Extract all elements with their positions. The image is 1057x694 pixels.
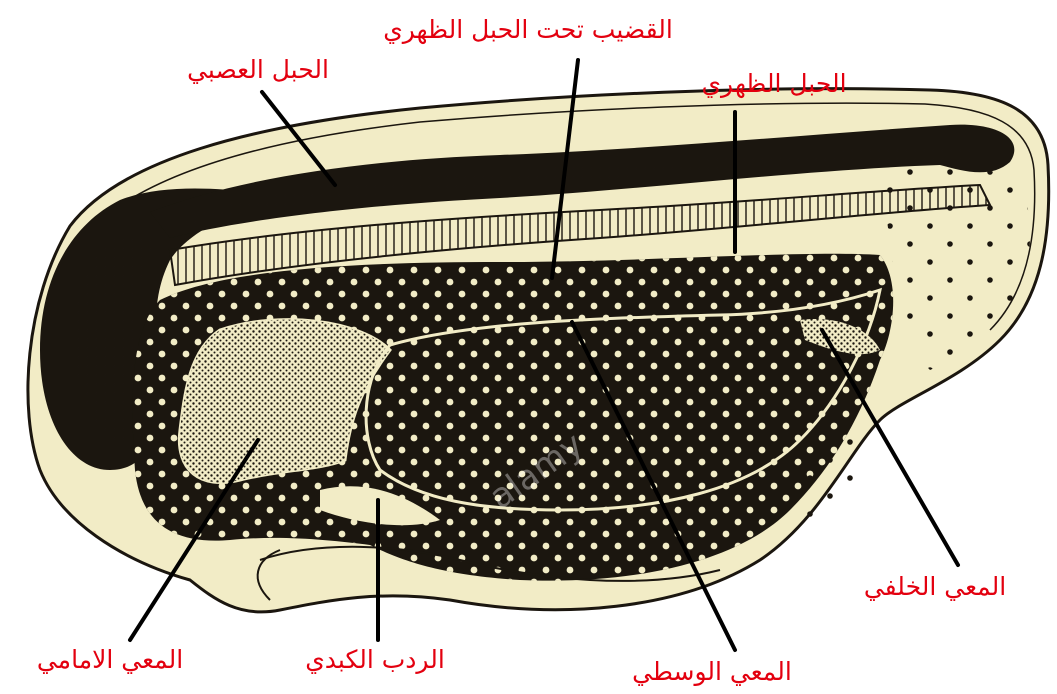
- label-foregut: المعي الامامي: [37, 645, 183, 674]
- label-nerve-cord: الحبل العصبي: [187, 55, 329, 84]
- label-subnotochord-rod: القضيب تحت الحبل الظهري: [383, 15, 673, 45]
- label-hindgut: المعي الخلفي: [864, 572, 1006, 601]
- label-notochord: الحبل الظهري: [701, 69, 846, 99]
- label-midgut: المعي الوسطي: [632, 657, 792, 686]
- label-hepatic-diverticulum: الردب الكبدي: [305, 645, 445, 674]
